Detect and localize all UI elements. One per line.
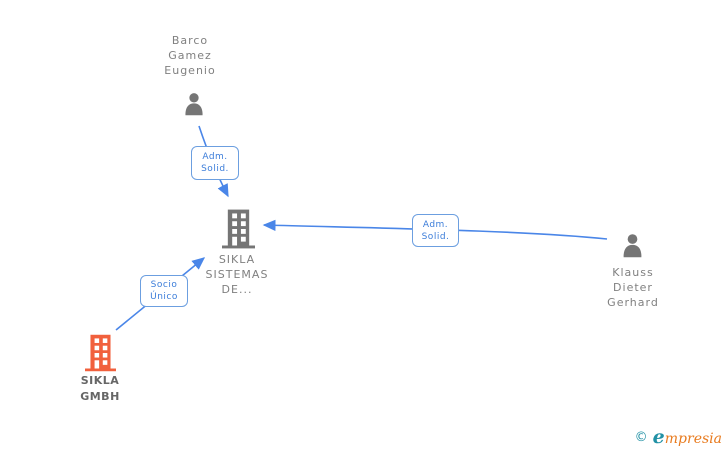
node-label-barco-gamez-eugenio[interactable]: Barco Gamez Eugenio [129, 33, 251, 78]
edge-label-line: Solid. [201, 164, 229, 174]
person-icon [181, 90, 207, 122]
label-line: SISTEMAS [205, 268, 269, 281]
logo-text: mpresia [664, 431, 722, 447]
logo-initial: e [652, 426, 665, 448]
label-line: Eugenio [164, 64, 216, 77]
edge-label-socio-unico: Socio Único [140, 275, 188, 307]
edge-label-line: Solid. [421, 231, 450, 242]
label-line: Gamez [168, 49, 212, 62]
node-company-sikla-sistemas[interactable] [221, 209, 255, 253]
label-line: SIKLA [80, 374, 120, 387]
node-person-klauss-dieter-gerhard[interactable] [619, 231, 646, 264]
edge-label-line: Adm. [202, 152, 228, 162]
node-label-sikla-gmbh[interactable]: SIKLA GMBH [54, 373, 146, 405]
node-label-sikla-sistemas[interactable]: SIKLA SISTEMAS DE... [177, 252, 297, 297]
label-line: GMBH [80, 390, 120, 403]
label-line: Barco [171, 34, 209, 47]
building-icon [221, 209, 255, 253]
empresia-logo[interactable]: © empresia [635, 426, 722, 448]
building-icon [84, 334, 116, 376]
node-label-klauss-dieter-gerhard[interactable]: Klauss Dieter Gerhard [573, 265, 693, 310]
edge-label-adm-solid-right: Adm. Solid. [412, 214, 459, 247]
label-line: Gerhard [607, 296, 659, 309]
label-line: DE... [221, 283, 253, 296]
person-icon [619, 231, 646, 264]
edge-label-line: Adm. [422, 219, 449, 230]
label-line: Dieter [613, 281, 653, 294]
node-person-barco-gamez-eugenio[interactable] [181, 90, 207, 122]
node-company-sikla-gmbh[interactable] [84, 334, 116, 376]
edge-label-line: Único [150, 292, 178, 302]
label-line: SIKLA [218, 253, 256, 266]
label-line: Klauss [612, 266, 654, 279]
edge-label-adm-solid-top: Adm. Solid. [191, 146, 239, 180]
copyright-symbol: © [634, 430, 648, 445]
edge-label-line: Socio [150, 280, 178, 290]
